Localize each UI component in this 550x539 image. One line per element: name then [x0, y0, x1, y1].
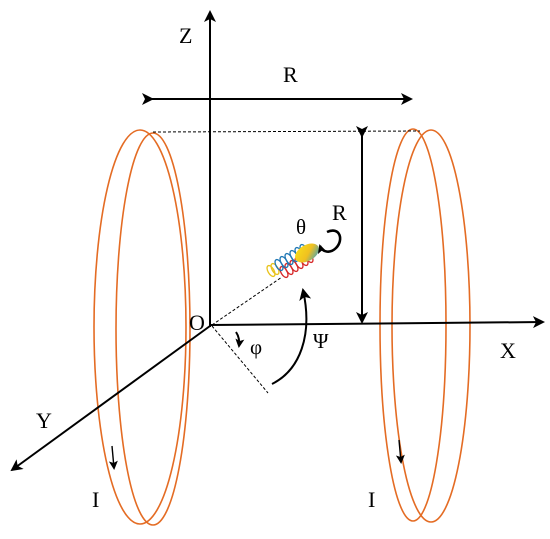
- psi-angle-arc: [271, 288, 312, 385]
- right-coil: [379, 128, 471, 523]
- particle: [266, 243, 319, 279]
- particle-direction-dashed-line: [211, 276, 283, 326]
- particle-ellipsoid: [295, 243, 319, 263]
- right-current-arrow: [395, 439, 405, 464]
- left-current-label: I: [92, 487, 99, 512]
- phi-label: φ: [250, 335, 262, 359]
- right-coil-ring-outer: [379, 128, 447, 522]
- projection-dashed-line: [211, 325, 269, 394]
- theta-rotation-arrow: [317, 229, 342, 255]
- x-axis: [209, 316, 545, 329]
- coil-spacing-label: R: [283, 62, 298, 87]
- coil-top-dashed-line: [152, 130, 421, 133]
- left-coil-ring-outer: [93, 129, 187, 525]
- spring-yellow: [266, 262, 280, 278]
- x-axis-label: X: [500, 338, 516, 363]
- y-axis-label: Y: [36, 408, 52, 433]
- left-coil: [93, 129, 191, 526]
- coil-radius-label: R: [332, 200, 347, 225]
- phi-angle-arc: [235, 331, 245, 348]
- right-coil-ring-inner: [391, 129, 471, 523]
- theta-label: θ: [296, 215, 306, 239]
- psi-label: Ψ: [313, 329, 329, 353]
- left-current-arrow: [108, 445, 118, 470]
- origin-label: O: [189, 310, 205, 335]
- left-coil-ring-inner: [115, 132, 191, 526]
- right-current-label: I: [368, 487, 375, 512]
- z-axis-label: Z: [179, 23, 192, 48]
- y-axis: [10, 325, 211, 472]
